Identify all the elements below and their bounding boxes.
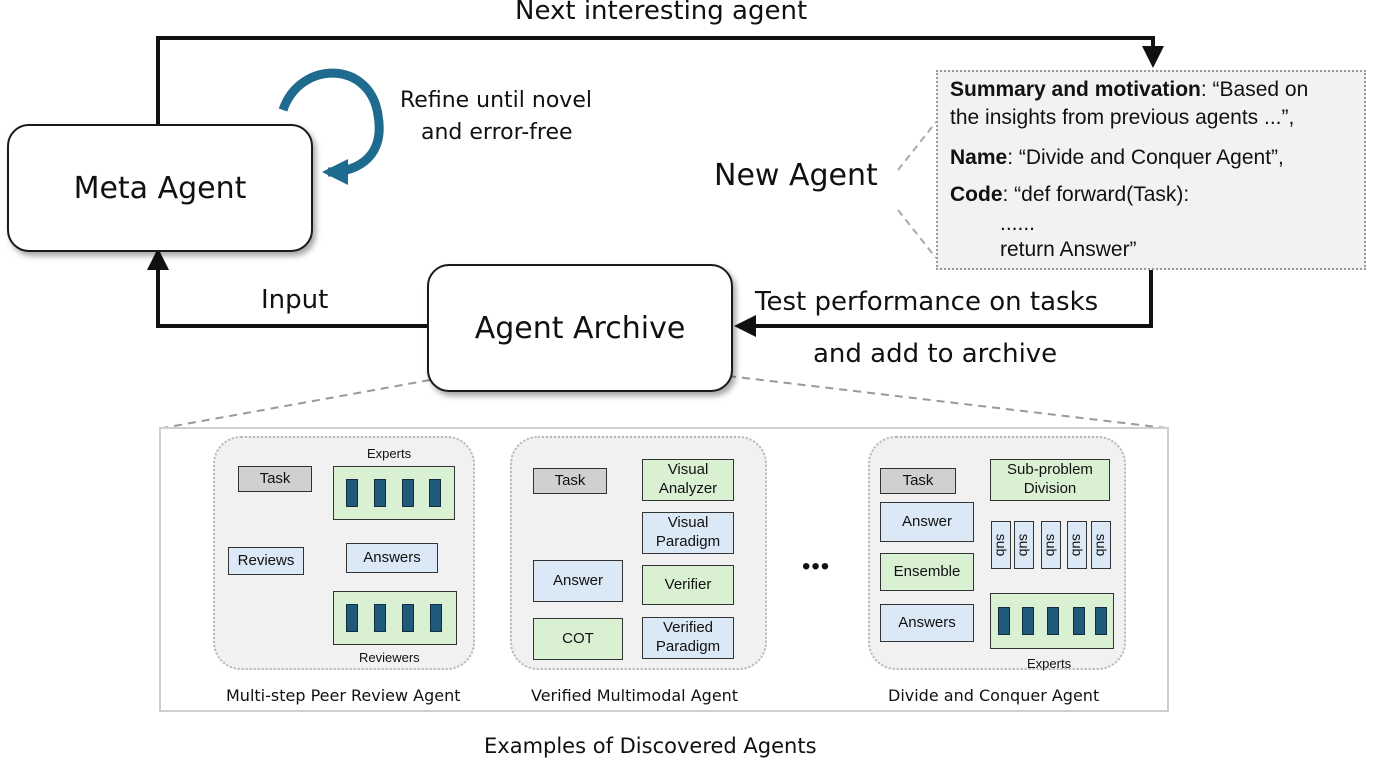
sub-box-1: sub (991, 521, 1011, 569)
peer-review-caption: Multi-step Peer Review Agent (226, 686, 461, 705)
summary-value: : “Based on (1200, 78, 1309, 101)
reviewers-box (333, 591, 457, 645)
dc-answer-box: Answer (880, 502, 974, 542)
agent-archive-label: Agent Archive (474, 310, 686, 346)
subproblem-box: Sub-problem Division (990, 459, 1110, 501)
summary-cont: the insights from previous agents ...”, (950, 106, 1295, 129)
refine-cycle-arrow (278, 68, 384, 185)
task-box: Task (238, 466, 312, 492)
name-key: Name (950, 146, 1008, 169)
more-agents-ellipsis: ••• (802, 553, 831, 580)
experts-label: Experts (367, 446, 412, 461)
ensemble-box: Ensemble (880, 553, 974, 591)
sub-box-2: sub (1014, 521, 1034, 569)
reviewers-label: Reviewers (359, 650, 420, 665)
multimodal-caption: Verified Multimodal Agent (531, 686, 739, 705)
new-agent-label: New Agent (714, 158, 878, 193)
meta-agent-label: Meta Agent (73, 170, 247, 206)
visual-paradigm-box: Visual Paradigm (642, 512, 734, 554)
sub-box-5: sub (1091, 521, 1111, 569)
sub-box-4: sub (1067, 521, 1087, 569)
sub-box-3: sub (1041, 521, 1061, 569)
summary-key: Summary and motivation (950, 78, 1201, 101)
mm-task-box: Task (533, 468, 607, 494)
code-value: : “def forward(Task): (1002, 183, 1190, 206)
meta-agent-box: Meta Agent (7, 124, 313, 252)
answers-box: Answers (346, 543, 438, 573)
code-body: ...... (1000, 212, 1036, 235)
test-label-line1: Test performance on tasks (755, 287, 1099, 317)
code-return: return Answer” (1000, 238, 1137, 261)
input-label: Input (261, 285, 329, 315)
code-key: Code (950, 183, 1003, 206)
examples-caption: Examples of Discovered Agents (484, 734, 817, 758)
dc-experts-box (990, 593, 1114, 649)
next-agent-label: Next interesting agent (515, 0, 808, 26)
dc-answers-box: Answers (880, 604, 974, 642)
agent-archive-box: Agent Archive (427, 264, 733, 392)
input-arrow (147, 248, 428, 328)
refine-label-line2: and error-free (421, 120, 573, 145)
test-label-line2: and add to archive (813, 339, 1058, 369)
visual-analyzer-box: Visual Analyzer (642, 459, 734, 501)
refine-label-line1: Refine until novel (400, 88, 592, 113)
divide-conquer-caption: Divide and Conquer Agent (888, 686, 1100, 705)
dc-experts-label: Experts (1027, 656, 1072, 671)
verified-paradigm-box: Verified Paradigm (642, 617, 734, 659)
new-agent-card: Summary and motivation: “Based on the in… (936, 70, 1366, 270)
reviews-box: Reviews (228, 547, 304, 575)
dc-task-box: Task (880, 468, 956, 494)
name-value: : “Divide and Conquer Agent”, (1007, 146, 1284, 169)
next-agent-arrow (156, 36, 1164, 125)
mm-answer-box: Answer (533, 560, 623, 602)
experts-box (333, 466, 455, 520)
cot-box: COT (533, 618, 623, 660)
verifier-box: Verifier (642, 565, 734, 605)
test-performance-arrow (734, 270, 1153, 337)
